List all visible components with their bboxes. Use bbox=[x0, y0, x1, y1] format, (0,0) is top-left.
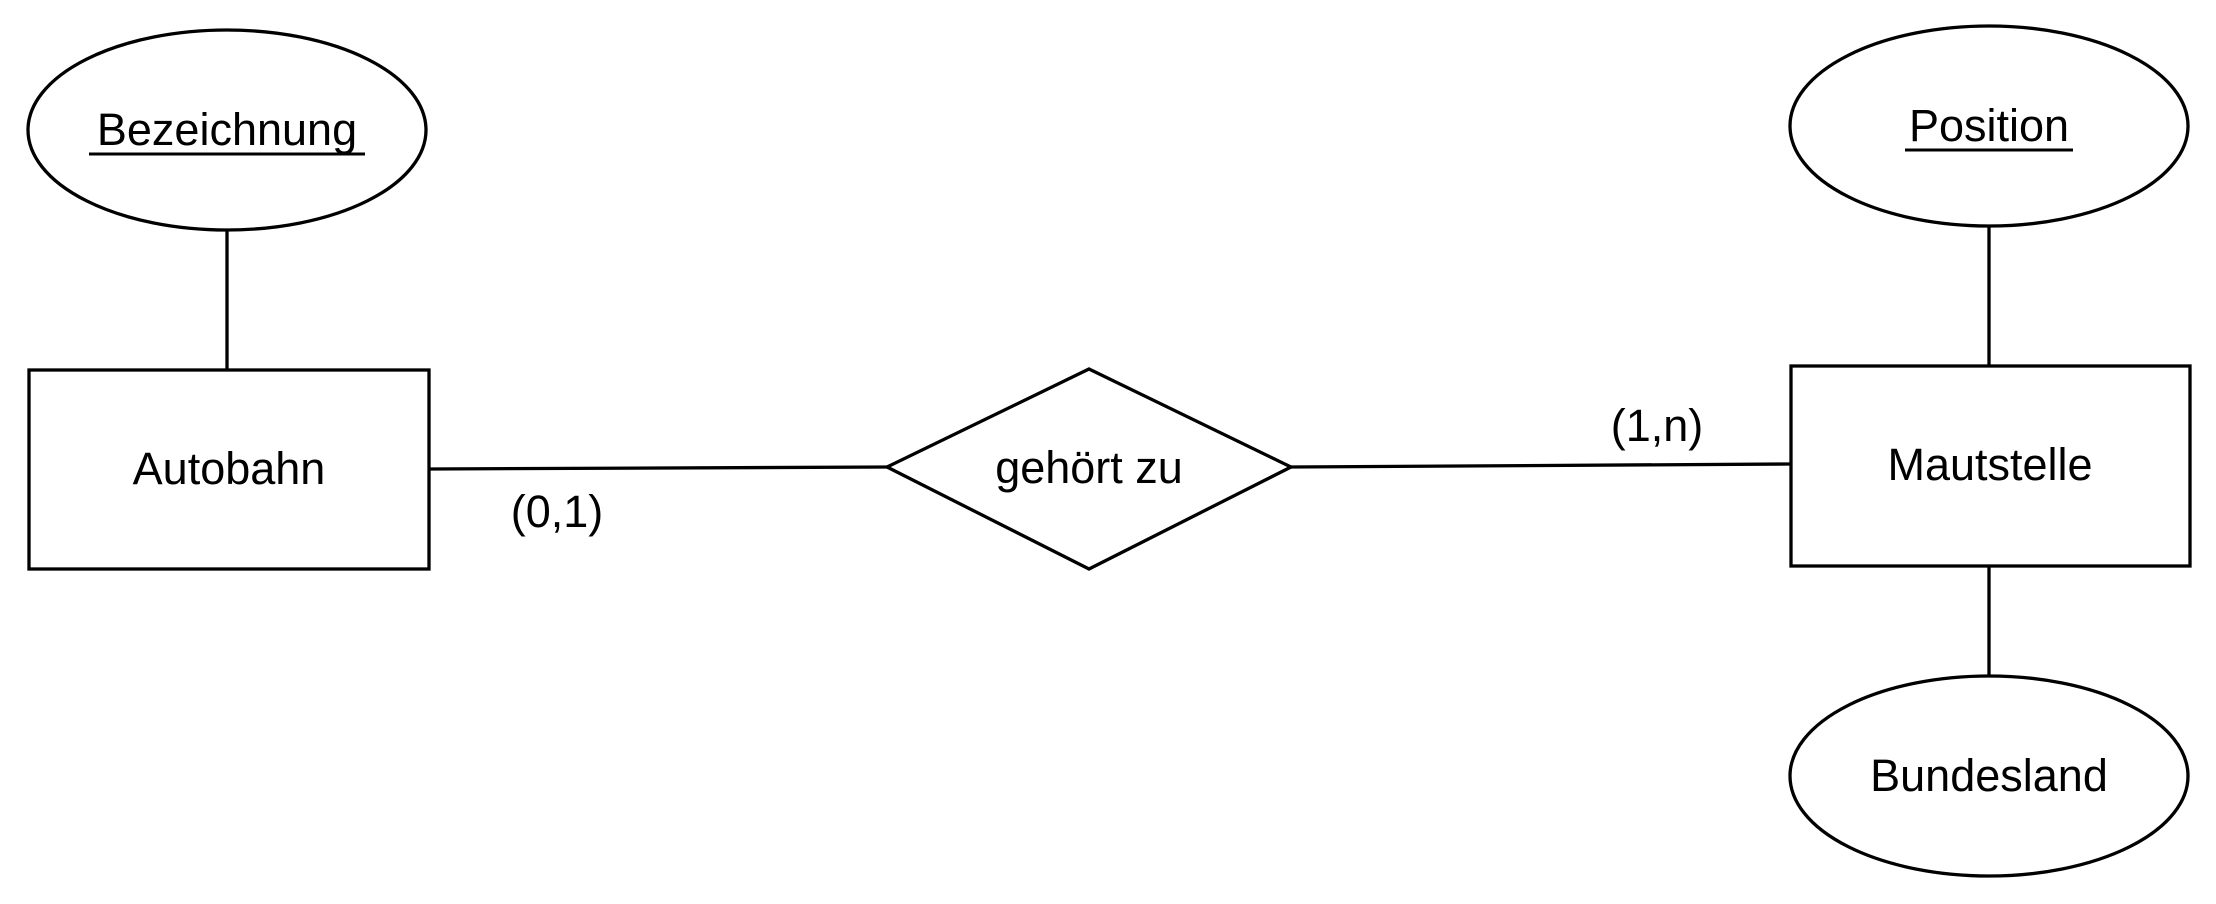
relationship-diamond bbox=[883, 367, 1295, 571]
entity-autobahn-label: Autobahn bbox=[133, 443, 326, 494]
attribute-position: Position bbox=[1788, 24, 2190, 228]
attribute-position-label: Position bbox=[1909, 100, 2069, 151]
entity-autobahn-box bbox=[27, 368, 431, 571]
relationship-mautstelle-connector bbox=[1290, 462, 1792, 469]
attribute-bundesland-label: Bundesland bbox=[1870, 750, 2108, 801]
attribute-position-ellipse bbox=[1788, 24, 2190, 228]
cardinality-mautstelle: (1,n) bbox=[1611, 400, 1704, 451]
attribute-bezeichnung-label: Bezeichnung bbox=[97, 104, 357, 155]
relationship-gehoert-zu: gehört zu bbox=[883, 367, 1295, 571]
entity-mautstelle-box bbox=[1789, 364, 2192, 568]
attribute-bundesland-ellipse bbox=[1788, 674, 2190, 878]
autobahn-relationship-connector bbox=[428, 465, 890, 471]
cardinality-autobahn: (0,1) bbox=[511, 486, 604, 537]
attribute-bezeichnung: Bezeichnung bbox=[26, 28, 428, 232]
attribute-bundesland: Bundesland bbox=[1788, 674, 2190, 878]
entity-mautstelle-label: Mautstelle bbox=[1887, 439, 2092, 490]
entity-mautstelle: Mautstelle bbox=[1789, 364, 2192, 568]
attribute-bezeichnung-ellipse bbox=[26, 28, 428, 232]
relationship-label: gehört zu bbox=[995, 442, 1183, 493]
entity-autobahn: Autobahn bbox=[27, 368, 431, 571]
